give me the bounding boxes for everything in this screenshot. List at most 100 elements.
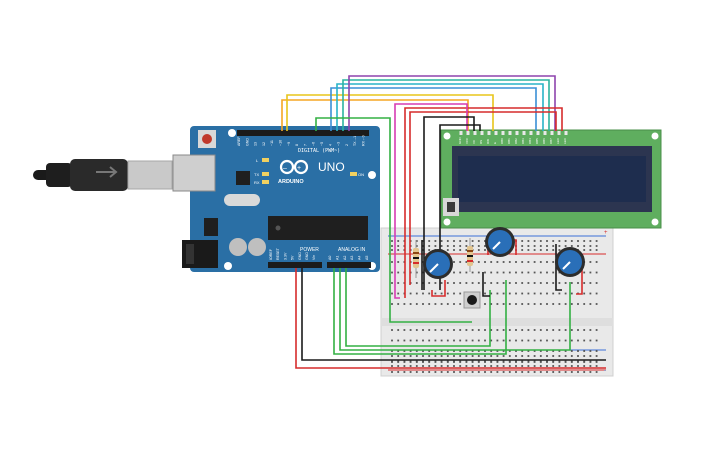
breadboard-hole[interactable] — [589, 282, 592, 284]
breadboard-hole[interactable] — [589, 339, 592, 342]
breadboard-hole[interactable] — [409, 365, 412, 367]
breadboard-hole[interactable] — [446, 282, 449, 284]
lcd-pin[interactable] — [494, 131, 498, 135]
breadboard-hole[interactable] — [595, 303, 598, 305]
breadboard-hole[interactable] — [453, 350, 455, 352]
breadboard-hole[interactable] — [521, 245, 524, 247]
breadboard-hole[interactable] — [583, 371, 586, 373]
breadboard-hole[interactable] — [428, 355, 431, 357]
breadboard-hole[interactable] — [477, 361, 480, 363]
breadboard-hole[interactable] — [415, 361, 418, 363]
breadboard-hole[interactable] — [570, 240, 573, 242]
breadboard-hole[interactable] — [465, 371, 468, 373]
breadboard-hole[interactable] — [502, 282, 505, 284]
breadboard-hole[interactable] — [477, 261, 480, 263]
breadboard-hole[interactable] — [521, 240, 524, 242]
breadboard-hole[interactable] — [391, 355, 393, 357]
breadboard-hole[interactable] — [490, 303, 493, 305]
breadboard-hole[interactable] — [477, 271, 480, 274]
breadboard-hole[interactable] — [397, 329, 400, 331]
breadboard-hole[interactable] — [434, 292, 437, 295]
breadboard-hole[interactable] — [589, 371, 592, 373]
breadboard-hole[interactable] — [570, 350, 573, 352]
breadboard-hole[interactable] — [490, 371, 493, 373]
breadboard-hole[interactable] — [546, 329, 548, 331]
breadboard-hole[interactable] — [508, 350, 511, 352]
breadboard-hole[interactable] — [434, 365, 437, 367]
breadboard-hole[interactable] — [477, 282, 480, 284]
breadboard-hole[interactable] — [570, 245, 573, 247]
breadboard-hole[interactable] — [564, 365, 567, 367]
breadboard-hole[interactable] — [527, 292, 530, 295]
breadboard-hole[interactable] — [422, 245, 424, 247]
breadboard-hole[interactable] — [391, 365, 393, 367]
breadboard-hole[interactable] — [564, 303, 567, 305]
breadboard-hole[interactable] — [415, 365, 418, 367]
breadboard-hole[interactable] — [471, 361, 474, 363]
breadboard-hole[interactable] — [558, 339, 561, 342]
breadboard-hole[interactable] — [391, 261, 393, 263]
breadboard-hole[interactable] — [484, 371, 486, 373]
breadboard-hole[interactable] — [533, 329, 536, 331]
breadboard-hole[interactable] — [595, 365, 598, 367]
breadboard-hole[interactable] — [521, 271, 524, 274]
breadboard-hole[interactable] — [428, 292, 431, 295]
breadboard-hole[interactable] — [484, 303, 486, 305]
breadboard-hole[interactable] — [446, 361, 449, 363]
breadboard-hole[interactable] — [502, 261, 505, 263]
breadboard-hole[interactable] — [422, 271, 424, 274]
breadboard-hole[interactable] — [552, 339, 555, 342]
breadboard-hole[interactable] — [570, 365, 573, 367]
breadboard-hole[interactable] — [422, 249, 424, 251]
breadboard-hole[interactable] — [577, 365, 579, 367]
breadboard-hole[interactable] — [533, 339, 536, 342]
breadboard-hole[interactable] — [539, 261, 542, 263]
breadboard-hole[interactable] — [558, 240, 561, 242]
breadboard-hole[interactable] — [558, 350, 561, 352]
breadboard-hole[interactable] — [453, 371, 455, 373]
breadboard-hole[interactable] — [508, 365, 511, 367]
breadboard-hole[interactable] — [552, 303, 555, 305]
breadboard-hole[interactable] — [465, 282, 468, 284]
breadboard-hole[interactable] — [440, 240, 443, 242]
breadboard-hole[interactable] — [471, 329, 474, 331]
breadboard-hole[interactable] — [595, 249, 598, 251]
breadboard-hole[interactable] — [552, 240, 555, 242]
breadboard-hole[interactable] — [564, 361, 567, 363]
breadboard-hole[interactable] — [552, 361, 555, 363]
breadboard-hole[interactable] — [453, 329, 455, 331]
breadboard-hole[interactable] — [546, 249, 548, 251]
breadboard-hole[interactable] — [589, 240, 592, 242]
breadboard-hole[interactable] — [502, 329, 505, 331]
breadboard-hole[interactable] — [459, 371, 462, 373]
breadboard-hole[interactable] — [595, 292, 598, 295]
breadboard-hole[interactable] — [577, 355, 579, 357]
breadboard-hole[interactable] — [391, 249, 393, 251]
breadboard-hole[interactable] — [589, 271, 592, 274]
breadboard-hole[interactable] — [508, 355, 511, 357]
lcd-pin[interactable] — [529, 131, 533, 135]
breadboard-hole[interactable] — [564, 339, 567, 342]
breadboard-hole[interactable] — [589, 350, 592, 352]
breadboard-hole[interactable] — [577, 303, 579, 305]
breadboard-hole[interactable] — [446, 240, 449, 242]
breadboard-hole[interactable] — [564, 350, 567, 352]
breadboard-hole[interactable] — [422, 329, 424, 331]
breadboard-hole[interactable] — [471, 371, 474, 373]
breadboard-hole[interactable] — [397, 292, 400, 295]
breadboard-hole[interactable] — [583, 355, 586, 357]
breadboard-hole[interactable] — [459, 282, 462, 284]
breadboard-hole[interactable] — [515, 339, 517, 342]
breadboard-hole[interactable] — [484, 240, 486, 242]
breadboard-hole[interactable] — [434, 329, 437, 331]
breadboard-hole[interactable] — [434, 361, 437, 363]
breadboard-hole[interactable] — [533, 371, 536, 373]
breadboard-hole[interactable] — [533, 361, 536, 363]
breadboard-hole[interactable] — [515, 350, 517, 352]
breadboard-hole[interactable] — [422, 303, 424, 305]
lcd-pin[interactable] — [508, 131, 512, 135]
breadboard-hole[interactable] — [521, 361, 524, 363]
breadboard-hole[interactable] — [533, 282, 536, 284]
breadboard-hole[interactable] — [552, 355, 555, 357]
